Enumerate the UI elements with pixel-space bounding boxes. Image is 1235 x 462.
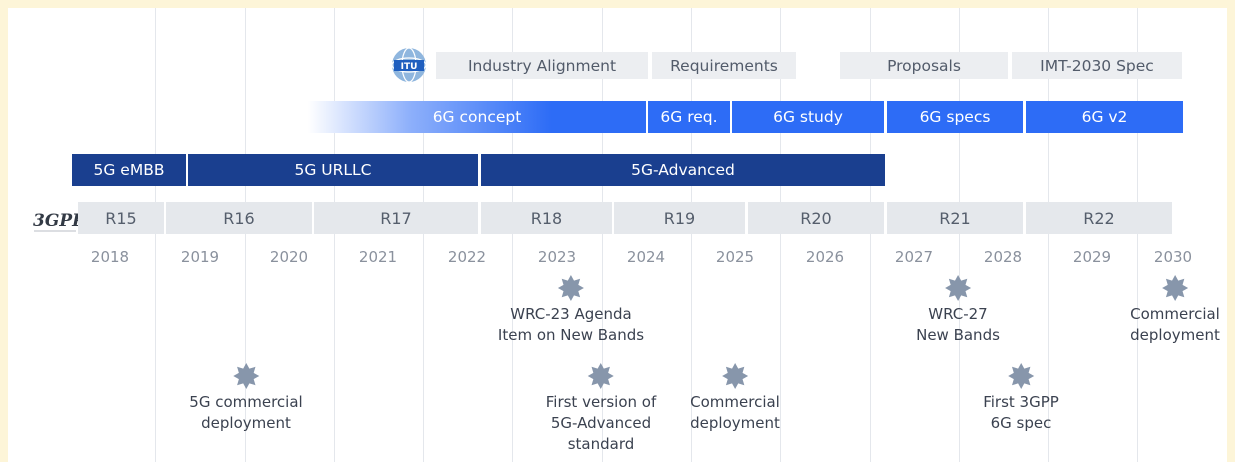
grid-line (245, 8, 246, 462)
grid-line (155, 8, 156, 462)
release-r21: R21 (887, 202, 1023, 234)
grid-line (334, 8, 335, 462)
milestone-star-icon (1161, 275, 1188, 301)
milestone-star-icon (721, 363, 748, 389)
g5-phase-advanced: 5G-Advanced (481, 154, 885, 186)
year-label: 2028 (983, 248, 1023, 266)
year-label: 2020 (269, 248, 309, 266)
release-r16: R16 (166, 202, 312, 234)
timeline-canvas: ITU Industry Alignment Requirements Prop… (8, 8, 1227, 462)
grid-line (423, 8, 424, 462)
release-r19: R19 (614, 202, 745, 234)
g6-phase-specs: 6G specs (887, 101, 1023, 133)
milestone-star-icon (1008, 363, 1034, 389)
year-label: 2025 (715, 248, 755, 266)
g6-phase-study: 6G study (732, 101, 884, 133)
g5-phase-urllc: 5G URLLC (188, 154, 478, 186)
3gpp-logo-text: 3GPP (33, 211, 80, 231)
g5-phase-embb: 5G eMBB (72, 154, 186, 186)
milestone-star-icon (945, 275, 971, 301)
release-r22: R22 (1026, 202, 1172, 234)
grid-line (780, 8, 781, 462)
milestone-star-icon (587, 363, 614, 389)
grid-line (602, 8, 603, 462)
itu-logo: ITU (390, 46, 428, 84)
release-r17: R17 (314, 202, 478, 234)
g6-phase-concept: 6G concept (308, 101, 646, 133)
g6-phase-v2: 6G v2 (1026, 101, 1183, 133)
grid-line (1048, 8, 1049, 462)
year-label: 2023 (537, 248, 577, 266)
year-label: 2022 (447, 248, 487, 266)
grid-line (959, 8, 960, 462)
release-r18: R18 (481, 202, 612, 234)
g6-phase-requirements: 6G req. (648, 101, 730, 133)
grid-line (1137, 8, 1138, 462)
grid-line (870, 8, 871, 462)
itu-phase-imt-2030-spec: IMT-2030 Spec (1012, 52, 1182, 79)
year-label: 2026 (805, 248, 845, 266)
itu-logo-text: ITU (401, 62, 418, 72)
itu-phase-requirements: Requirements (652, 52, 796, 79)
itu-phase-proposals: Proposals (840, 52, 1008, 79)
year-label: 2021 (358, 248, 398, 266)
year-label: 2027 (894, 248, 934, 266)
3gpp-logo: 3GPP (32, 206, 86, 236)
milestone-star-icon (233, 363, 259, 389)
year-label: 2019 (180, 248, 220, 266)
year-label: 2024 (626, 248, 666, 266)
milestone-star-icon (558, 275, 584, 301)
grid-line (691, 8, 692, 462)
year-label: 2030 (1153, 248, 1193, 266)
year-label: 2018 (90, 248, 130, 266)
year-label: 2029 (1072, 248, 1112, 266)
itu-phase-industry-alignment: Industry Alignment (436, 52, 648, 79)
release-r15: R15 (78, 202, 164, 234)
grid-line (512, 8, 513, 462)
release-r20: R20 (748, 202, 884, 234)
